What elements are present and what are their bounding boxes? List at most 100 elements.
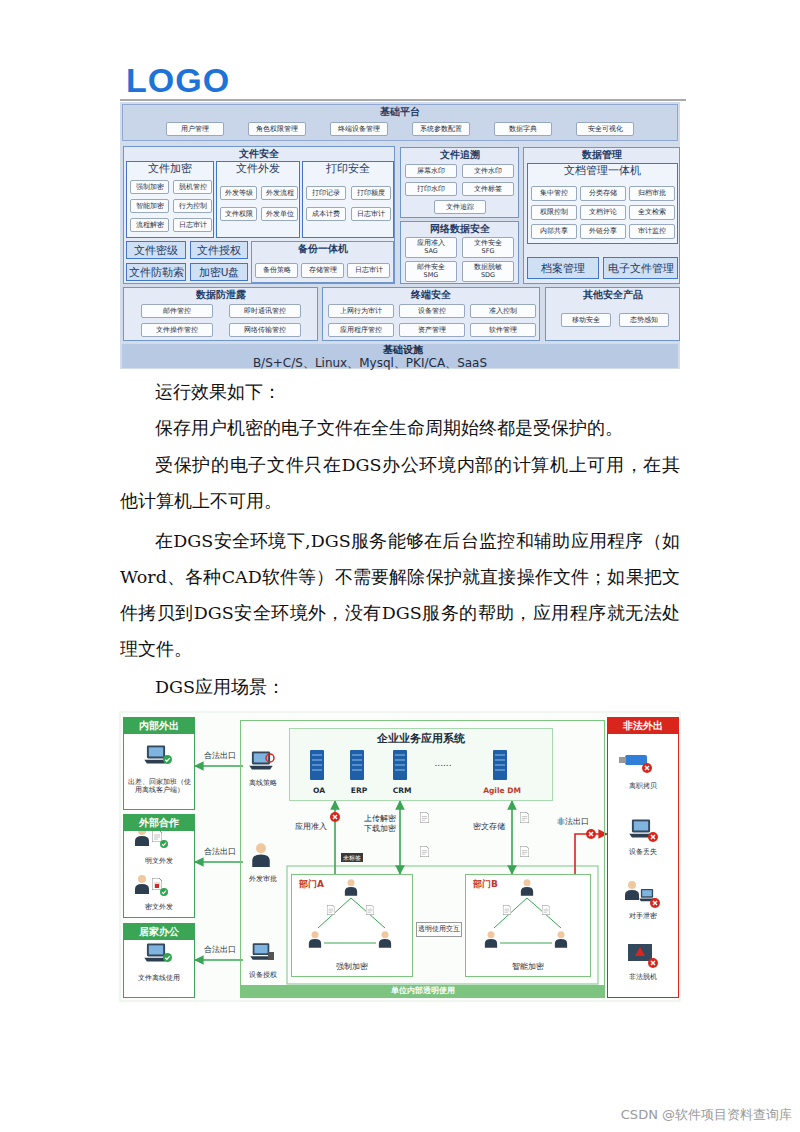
node-title: 应用程序管控 (340, 326, 382, 334)
feature-box: 备份策略 (255, 263, 298, 278)
node-title: 权限控制 (540, 208, 568, 216)
feature-box: 强制加密 (130, 180, 169, 194)
logo-text: LOGO (126, 60, 266, 101)
policy-icon (249, 751, 274, 769)
feature-box: 打印额度 (351, 186, 391, 200)
header-rule (120, 100, 686, 101)
document-icon (520, 846, 529, 857)
node-title: 文件权限 (225, 210, 253, 218)
feature-box: 文件水印 (462, 164, 514, 178)
node-title: 文件安全 (239, 148, 279, 159)
interaction-tag: 透明使用交互 (416, 922, 462, 937)
edge-label: 非法出口 (554, 817, 592, 827)
feature-box: 网络传输管控 (229, 323, 301, 337)
feature-box: 分类存储 (580, 186, 626, 201)
feature-box: 日志审计 (173, 218, 212, 232)
person-icon (135, 875, 149, 894)
node-text: 出差、回家加班（使用离线客户端） (126, 778, 192, 795)
feature-box: 文件权限 (220, 207, 257, 221)
node-title: 终端安全 (411, 289, 451, 300)
feature-box: 文件追踪 (434, 200, 486, 214)
module-panel: 文件安全文件加密强制加密脱机管控智能加密行为控制流程解密日志审计文件外发外发等级… (123, 146, 395, 284)
approver-icon (252, 843, 270, 867)
feature-box: 全文检索 (629, 205, 675, 220)
node-title: 脱机管控 (179, 183, 207, 191)
node-title: 成本计费 (312, 210, 340, 218)
department-people (318, 898, 561, 943)
node-text: 密文外发 (126, 903, 192, 911)
node-title: OA (313, 786, 325, 795)
feature-box: 准入控制 (470, 304, 536, 318)
feature-tag: 电子文件管理 (603, 257, 678, 279)
node-title: 文件操作管控 (156, 326, 198, 334)
document-icon (420, 846, 429, 857)
feature-tag: 文件防勒索 (126, 263, 186, 281)
node-title: 准入控制 (489, 307, 517, 315)
node-text: 明文外发 (126, 857, 192, 865)
policy-icon (266, 754, 274, 762)
laptop-icon (144, 943, 172, 962)
node-title: 设备授权 (249, 971, 277, 979)
feature-box: 成本计费 (306, 207, 346, 221)
feature-box: 外发等级 (220, 186, 257, 200)
node-title: 档案管理 (541, 262, 585, 275)
scenario-background (120, 712, 680, 1001)
node-title: 文件安全 SFG (471, 240, 505, 254)
node-title: 审计监控 (638, 227, 666, 235)
module-panel: 其他安全产品移动安全态势感知 (545, 287, 680, 341)
block-mark (586, 829, 596, 839)
device-icon (250, 943, 274, 960)
feature-box: 上网行为审计 (328, 304, 394, 318)
usb-icon (642, 763, 652, 773)
feature-box: 数据字典 (494, 122, 552, 136)
document-icon (520, 812, 529, 823)
person-icon (152, 878, 162, 890)
node-title: 其他安全产品 (583, 289, 643, 300)
feature-box: 行为控制 (173, 199, 212, 213)
feature-box: 态势感知 (619, 313, 669, 327)
feature-box: 设备管控 (399, 304, 465, 318)
scenario-background (120, 712, 680, 1001)
document-icon (327, 905, 550, 915)
node-title: CRM (393, 786, 412, 795)
laptop-icon (163, 755, 172, 764)
node-text: 非法脱机 (610, 973, 676, 981)
feature-box: 角色权限管理 (248, 122, 306, 136)
node-title: 离线策略 (249, 779, 277, 787)
edge-label: 合法出口 (200, 945, 240, 955)
department-people (527, 898, 561, 928)
connector-arrow (195, 861, 243, 863)
node-title: 数据脱敏 SDG (471, 264, 505, 278)
person-icon (485, 931, 497, 948)
body-paragraph: 在DGS安全环境下,DGS服务能够在后台监控和辅助应用程序（如Word、各种CA… (120, 523, 680, 667)
node-title: 单位内部透明使用 (391, 985, 455, 997)
feature-box: 内部共享 (531, 224, 577, 239)
node-title: 电子文件管理 (608, 262, 674, 275)
person-icon (309, 931, 321, 948)
node-title: 打印额度 (357, 189, 385, 197)
submodule-panel: 文件外发外发等级外发流程文件权限外发单位 (216, 161, 300, 238)
infrastructure-band: 基础设施B/S+C/S、Linux、Mysql、PKI/CA、SaaS (122, 344, 678, 368)
person-icon (309, 879, 567, 948)
server-icon (350, 750, 364, 780)
node-title: 集中管控 (540, 189, 568, 197)
internal-zone: 单位内部透明使用企业业务应用系统OAERPCRMAgile DM离线策略外发审批… (240, 720, 605, 998)
feature-box: 存储管理 (301, 263, 344, 278)
document-icon (503, 905, 511, 915)
node-title: 数据防泄露 (196, 289, 246, 300)
node-title: 日志审计 (355, 266, 383, 274)
node-title: 居家办公 (124, 924, 194, 940)
person-icon (555, 931, 567, 948)
feature-tag: 文件密级 (126, 241, 186, 259)
department-people (318, 898, 351, 928)
department-people (324, 943, 376, 944)
usb-icon (619, 755, 652, 773)
person-icon (135, 827, 168, 848)
edge-label: 应用准入 (292, 822, 330, 832)
submodule-panel: 文件加密强制加密脱机管控智能加密行为控制流程解密日志审计 (126, 161, 214, 238)
node-title: 用户管理 (181, 125, 209, 133)
node-text: 文件离线使用 (126, 974, 192, 982)
node-title: 应用准入 SAG (414, 240, 448, 254)
feature-box: 归档审批 (629, 186, 675, 201)
laptop-icon (648, 832, 658, 842)
